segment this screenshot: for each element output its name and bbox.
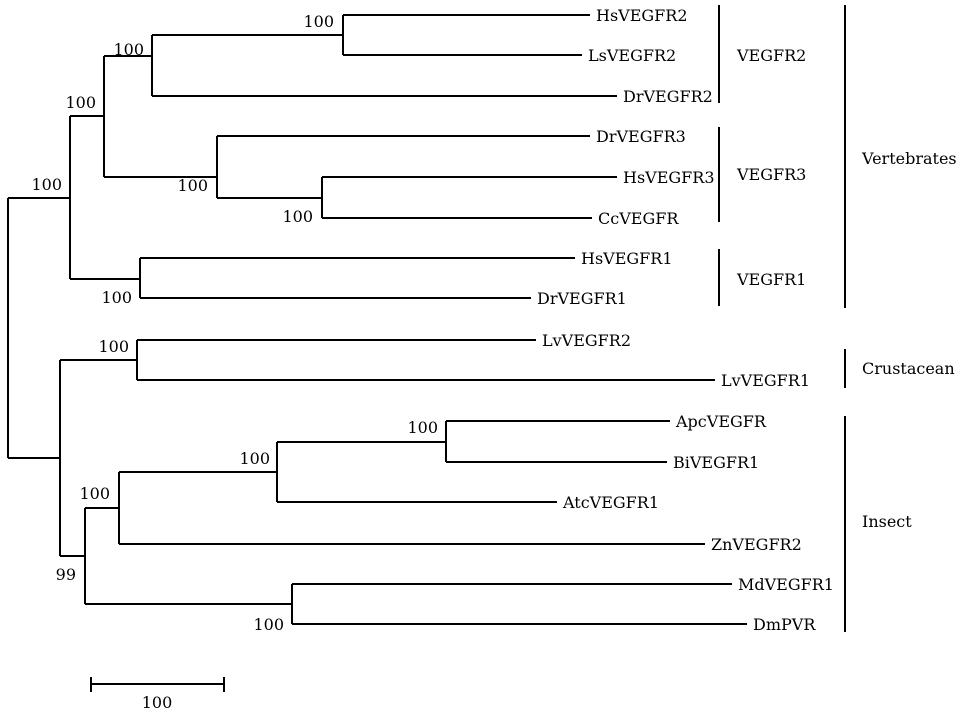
leaf-label-md-vegfr1: MdVEGFR1 <box>738 575 834 594</box>
leaf-label-hs-vegfr3: HsVEGFR3 <box>623 168 715 187</box>
leaf-label-dm-pvr: DmPVR <box>753 615 816 634</box>
bootstrap-labels: 100 100 100 100 100 100 100 100 100 100 … <box>31 12 438 634</box>
bootstrap-apc-bi-atc: 100 <box>239 449 270 468</box>
bootstrap-invertebrate-root: 99 <box>56 565 76 584</box>
leaf-label-cc-vegfr: CcVEGFR <box>598 209 679 228</box>
leaf-label-dr-vegfr1: DrVEGFR1 <box>537 289 627 308</box>
group-labels: VEGFR2 VEGFR3 VEGFR1 Vertebrates Crustac… <box>736 46 957 531</box>
bootstrap-vertebrate-root: 100 <box>31 175 62 194</box>
leaf-label-lv-vegfr2: LvVEGFR2 <box>542 331 631 350</box>
bootstrap-insect-core: 100 <box>79 484 110 503</box>
group-label-vertebrates: Vertebrates <box>861 149 957 168</box>
leaf-label-hs-vegfr1: HsVEGFR1 <box>581 249 673 268</box>
leaf-label-dr-vegfr3: DrVEGFR3 <box>596 127 686 146</box>
scale-bar: 100 <box>90 677 225 712</box>
leaf-label-ls-vegfr2: LsVEGFR2 <box>588 46 676 65</box>
bootstrap-vegfr2-vegfr3: 100 <box>65 93 96 112</box>
group-label-vegfr2: VEGFR2 <box>736 46 806 65</box>
leaf-label-hs-vegfr2: HsVEGFR2 <box>596 6 688 25</box>
leaf-label-zn-vegfr2: ZnVEGFR2 <box>711 535 802 554</box>
leaf-label-atc-vegfr1: AtcVEGFR1 <box>562 493 659 512</box>
leaf-label-bi-vegfr1: BiVEGFR1 <box>673 453 759 472</box>
group-label-vegfr3: VEGFR3 <box>736 165 806 184</box>
leaf-label-dr-vegfr2: DrVEGFR2 <box>623 87 713 106</box>
leaf-labels: HsVEGFR2 LsVEGFR2 DrVEGFR2 DrVEGFR3 HsVE… <box>537 6 834 634</box>
leaf-label-lv-vegfr1: LvVEGFR1 <box>721 371 810 390</box>
group-label-crustacean: Crustacean <box>862 359 955 378</box>
group-brackets <box>718 5 846 632</box>
bootstrap-crustacean-clade: 100 <box>98 337 129 356</box>
bootstrap-vegfr1-clade: 100 <box>101 288 132 307</box>
leaf-label-apc-vegfr: ApcVEGFR <box>675 412 767 431</box>
bootstrap-vegfr3-clade: 100 <box>177 176 208 195</box>
tree-branches <box>7 14 747 625</box>
bootstrap-apc-bi: 100 <box>407 418 438 437</box>
scale-bar-label: 100 <box>142 693 173 712</box>
group-label-vegfr1: VEGFR1 <box>736 270 806 289</box>
group-label-insect: Insect <box>862 512 912 531</box>
bootstrap-hs-ls-vegfr2: 100 <box>303 12 334 31</box>
bootstrap-vegfr2-clade: 100 <box>113 40 144 59</box>
bootstrap-md-dm: 100 <box>253 615 284 634</box>
bootstrap-hs-cc: 100 <box>282 207 313 226</box>
